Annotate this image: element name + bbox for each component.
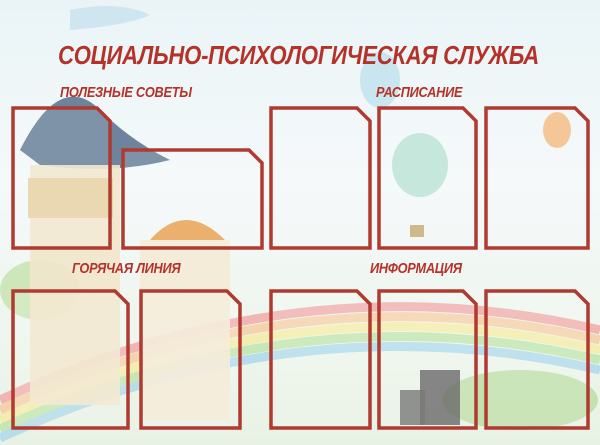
pocket[interactable] xyxy=(484,289,590,430)
pocket[interactable] xyxy=(269,289,372,430)
trees xyxy=(442,370,598,430)
flag xyxy=(70,6,150,30)
pocket[interactable] xyxy=(269,106,372,250)
section-title-schedule: РАСПИСАНИЕ xyxy=(376,84,463,101)
pocket[interactable] xyxy=(121,148,264,250)
pocket[interactable] xyxy=(377,289,478,430)
pocket[interactable] xyxy=(11,289,130,430)
section-title-hotline: ГОРЯЧАЯ ЛИНИЯ xyxy=(72,260,181,277)
pocket[interactable] xyxy=(11,106,112,250)
balloon xyxy=(392,133,448,197)
pocket[interactable] xyxy=(139,289,242,430)
pocket[interactable] xyxy=(377,106,478,250)
pocket[interactable] xyxy=(484,106,590,250)
window xyxy=(28,178,113,218)
section-title-useful-tips: ПОЛЕЗНЫЕ СОВЕТЫ xyxy=(60,84,192,101)
page-title: СОЦИАЛЬНО-ПСИХОЛОГИЧЕСКАЯ СЛУЖБА xyxy=(58,40,540,70)
city xyxy=(420,370,460,425)
section-title-information: ИНФОРМАЦИЯ xyxy=(370,260,462,277)
